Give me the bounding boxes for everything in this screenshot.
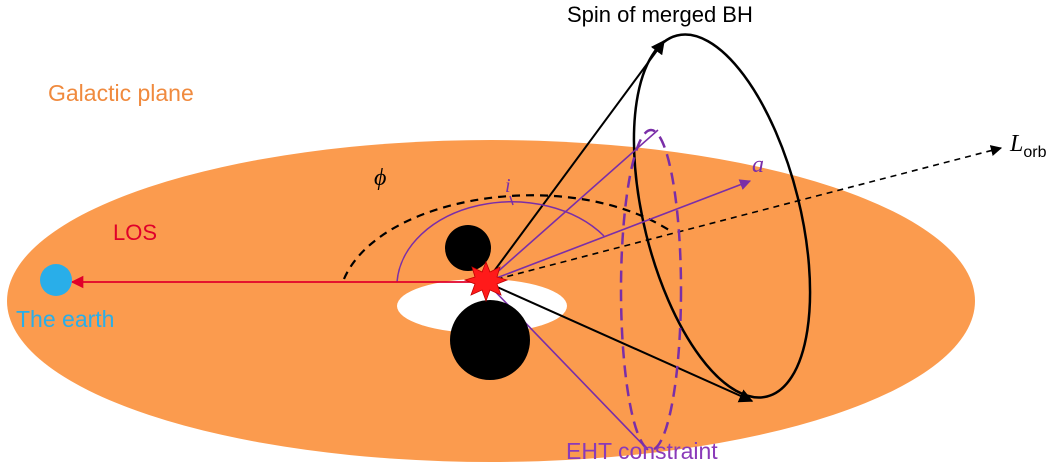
l-orb-main: L (1009, 131, 1023, 157)
spin-merged-label: Spin of merged BH (567, 2, 753, 27)
inclination-arc (396, 201, 605, 283)
spin-vector-a (485, 179, 752, 283)
phi-arc (342, 194, 673, 280)
eht-cone-upper (485, 129, 659, 283)
cone-edge-lower (485, 281, 754, 403)
inclination-label: i (505, 175, 511, 197)
earth-dot (40, 264, 72, 296)
l-orb-axis (485, 145, 1003, 283)
large-black-hole (450, 300, 530, 380)
inclination-tick (509, 195, 514, 206)
spin-a-label: a (752, 152, 764, 178)
galactic-plane-label: Galactic plane (48, 80, 194, 106)
l-orb-subscript: orb (1023, 144, 1046, 161)
merger-star (463, 260, 509, 303)
l-orb-label: Lorb (1009, 131, 1047, 161)
small-black-hole (445, 225, 491, 271)
cone-edge-upper (485, 39, 665, 283)
los-label: LOS (113, 220, 157, 245)
phi-label: ϕ (374, 165, 386, 191)
eht-constraint-label: EHT constraint (566, 438, 718, 464)
earth-label: The earth (16, 306, 114, 332)
spin-precession-ellipse (632, 33, 812, 399)
eht-constraint-ellipse (619, 128, 683, 452)
